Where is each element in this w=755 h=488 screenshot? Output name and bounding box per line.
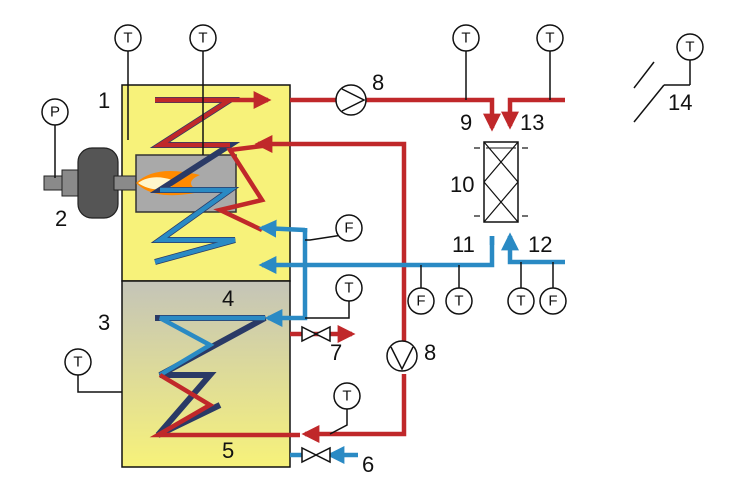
- boiler-coil-return: [213, 142, 271, 233]
- sensor-t-11: T: [445, 287, 473, 315]
- valve-7: [301, 325, 331, 343]
- tank-coil-red: [149, 373, 300, 438]
- lead-f-upper: [305, 233, 350, 241]
- sensor-f-12: F: [539, 287, 567, 315]
- burner: [43, 147, 139, 219]
- label-7: 7: [330, 340, 342, 365]
- return-line-13: [501, 97, 565, 130]
- sensor-t-14: T: [676, 33, 704, 61]
- label-8-lower: 8: [424, 340, 436, 365]
- svg-text:T: T: [342, 388, 351, 405]
- hot-loop-lower: [301, 374, 407, 443]
- svg-text:T: T: [123, 30, 132, 47]
- heat-exchanger: [474, 141, 528, 223]
- label-3: 3: [98, 310, 110, 335]
- label-13: 13: [520, 110, 544, 135]
- sensor-t-13: T: [536, 24, 564, 52]
- label-14: 14: [668, 90, 692, 115]
- sensor-t-1: T: [114, 24, 142, 52]
- pump-upper: [335, 84, 367, 116]
- label-11: 11: [452, 232, 475, 257]
- label-2: 2: [55, 206, 67, 231]
- pump-lower: [386, 340, 418, 372]
- svg-text:T: T: [344, 280, 353, 297]
- sensor-t-12: T: [507, 287, 535, 315]
- sensor-p: P: [41, 98, 69, 126]
- label-5: 5: [222, 438, 234, 463]
- label-1: 1: [98, 88, 110, 113]
- sensor-t-left-tank: T: [64, 348, 92, 376]
- label-12: 12: [528, 232, 552, 257]
- svg-text:T: T: [516, 293, 525, 310]
- label-8-upper: 8: [372, 70, 384, 95]
- lead-t-left-tank: [77, 375, 122, 393]
- svg-text:T: T: [73, 354, 82, 371]
- sensor-f-11: F: [407, 287, 435, 315]
- cold-return-upper: [258, 219, 308, 238]
- svg-text:T: T: [454, 293, 463, 310]
- cold-return-11: [258, 236, 495, 274]
- svg-text:T: T: [685, 39, 694, 56]
- svg-text:T: T: [198, 30, 207, 47]
- label-9: 9: [460, 110, 472, 135]
- svg-text:F: F: [548, 293, 557, 310]
- svg-text:P: P: [50, 104, 60, 121]
- sensor-f-upper: F: [335, 214, 363, 242]
- sensor-t-tank: T: [335, 274, 363, 302]
- cold-flow-12: [501, 232, 565, 265]
- boiler-coil-cold-blue: [152, 187, 238, 265]
- svg-text:F: F: [416, 293, 425, 310]
- svg-text:T: T: [545, 30, 554, 47]
- symbol-14: [633, 61, 690, 123]
- valve-6: [301, 446, 331, 464]
- label-10: 10: [450, 172, 474, 197]
- svg-text:F: F: [344, 220, 353, 237]
- label-6: 6: [362, 452, 374, 477]
- hot-flow-to-exchanger: [364, 97, 501, 132]
- tank-coil-blue: [158, 315, 265, 377]
- svg-text:T: T: [461, 30, 470, 47]
- hot-loop-line: [254, 135, 407, 350]
- label-4: 4: [222, 286, 234, 311]
- sensor-t-2: T: [189, 24, 217, 52]
- sensor-t-lower: T: [333, 382, 361, 410]
- sensor-t-9: T: [452, 24, 480, 52]
